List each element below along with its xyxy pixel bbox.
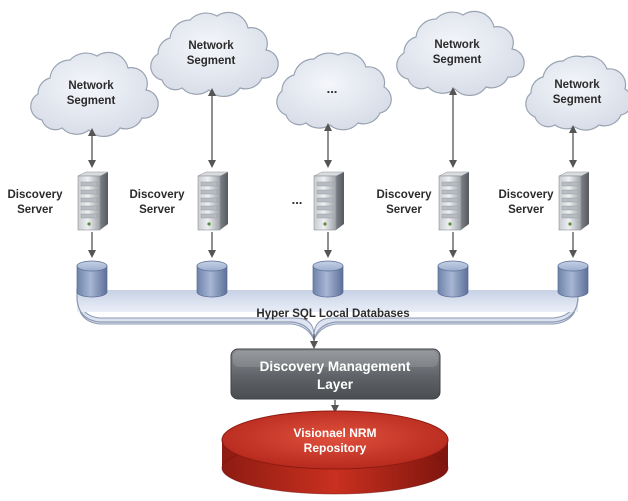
segment-label-line1: Network [434, 39, 480, 51]
management-layer-line1: Discovery Management [260, 359, 411, 374]
server-icon [438, 171, 470, 231]
segment-label-line2: Segment [433, 54, 482, 66]
server-database-links [88, 232, 577, 258]
segment-label-line2: Segment [553, 94, 602, 106]
repository-database: Visionael NRM Repository [221, 410, 449, 495]
discovery-servers: DiscoveryServerDiscoveryServer...Discove… [8, 171, 590, 231]
server-label-line1: Discovery [130, 189, 186, 201]
database-icon [312, 260, 344, 298]
management-layer-line2: Layer [317, 377, 354, 392]
server-label-line1: Discovery [8, 189, 64, 201]
segment-ellipsis: ... [327, 81, 338, 96]
segment-label-line1: Network [554, 79, 600, 91]
server-label-line2: Server [386, 204, 422, 216]
discovery-management-layer: Discovery Management Layer [230, 348, 441, 400]
server-label-line2: Server [139, 204, 175, 216]
server-icon [77, 171, 109, 231]
segment-label-line2: Segment [187, 55, 236, 67]
segment-label-line2: Segment [67, 95, 116, 107]
server-label-line1: Discovery [499, 189, 555, 201]
server-ellipsis: ... [292, 192, 303, 207]
network-segment-cloud: ... [276, 52, 392, 131]
databases-label: Hyper SQL Local Databases [256, 308, 409, 320]
server-label-line2: Server [17, 204, 53, 216]
server-icon [558, 171, 590, 231]
database-icon [437, 260, 469, 298]
repository-line2: Repository [304, 441, 367, 455]
network-segments: NetworkSegmentNetworkSegment...NetworkSe… [30, 10, 628, 137]
segment-server-links [88, 87, 577, 168]
database-icon [196, 260, 228, 298]
server-label-line1: Discovery [377, 189, 433, 201]
server-icon [197, 171, 229, 231]
server-label-line2: Server [508, 204, 544, 216]
repository-line1: Visionael NRM [293, 426, 376, 440]
segment-label-line1: Network [68, 80, 114, 92]
database-icon [76, 260, 108, 298]
server-icon [313, 171, 345, 231]
database-icon [557, 260, 589, 298]
segment-label-line1: Network [188, 40, 234, 52]
local-databases [76, 260, 589, 298]
discovery-server: ... [292, 171, 345, 231]
